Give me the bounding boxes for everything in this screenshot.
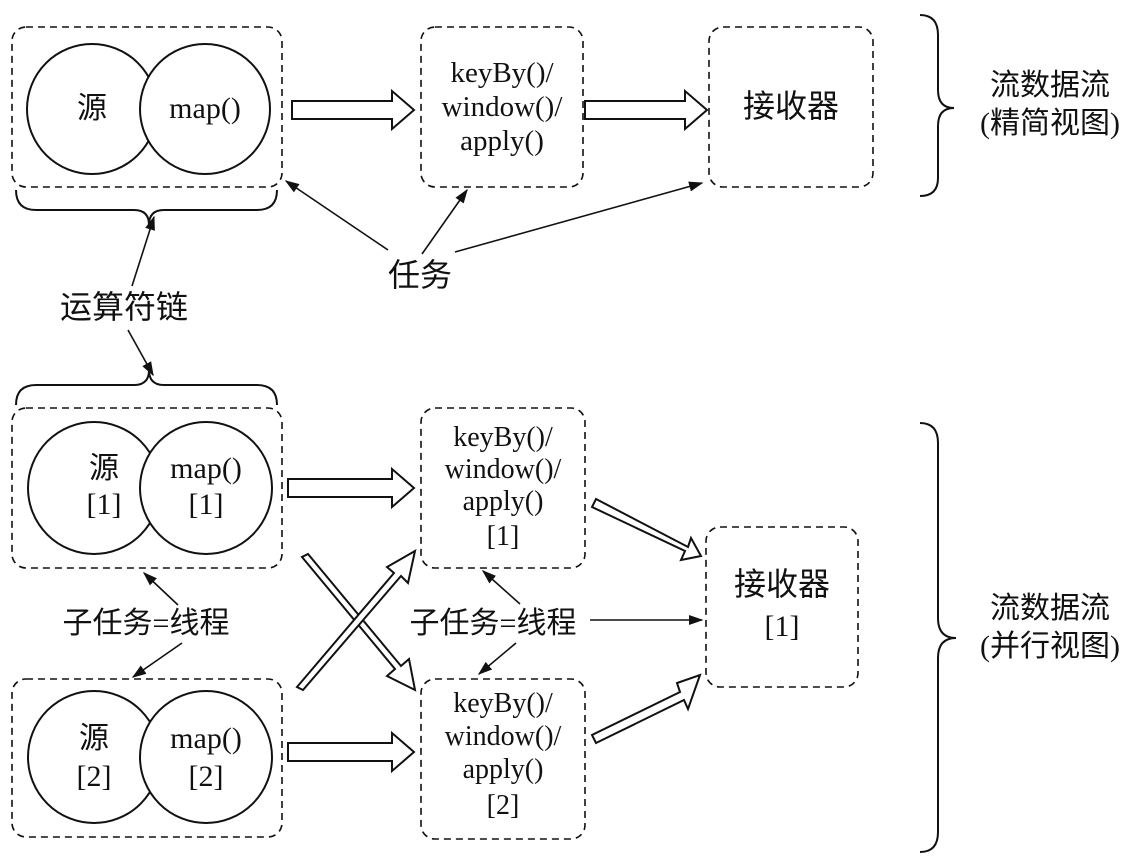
sink-label-top: 接收器 — [743, 88, 839, 124]
flow-arrow-chain2-to-keyby1 — [295, 549, 417, 692]
subtask-label-left: 子任务=线程 — [63, 607, 230, 640]
view-brace-bottom — [919, 422, 957, 853]
view-title-bottom-line1: 流数据流 — [990, 592, 1110, 625]
map-label-2: map() — [170, 722, 242, 755]
map-node-top — [139, 43, 271, 175]
chain-label-arrow-up — [131, 215, 155, 287]
chain-label-arrow-down — [127, 329, 154, 377]
map-label-1: map() — [170, 452, 242, 485]
operator-chain-annotation: 运算符链 — [60, 215, 188, 377]
keyby-index-1: [1] — [487, 521, 520, 552]
window-label-2: window()/ — [445, 721, 562, 752]
window-label-top: window()/ — [442, 91, 564, 123]
operator-chain-box-2 — [11, 678, 283, 838]
subtask-arrow-middle-up — [481, 570, 521, 605]
sink-index-1: [1] — [765, 610, 800, 643]
task-label: 任务 — [388, 257, 452, 293]
operator-chain-box-top — [11, 26, 283, 188]
task-arrow-to-keyby — [421, 188, 468, 255]
bottom-view: 源 [1] map() [1] 源 [2] map() [2] keyBy()/… — [11, 369, 1120, 853]
apply-label-top: apply() — [460, 125, 544, 157]
flow-arrow-keyby2-to-sink — [590, 673, 702, 745]
top-view: 源 map() keyBy()/ window()/ apply() 接收器 任… — [11, 14, 1120, 293]
keyby-index-2: [2] — [487, 790, 520, 821]
source-label-top: 源 — [77, 92, 107, 125]
flow-arrow-top-1 — [291, 88, 416, 132]
subtask-arrow-middle-down — [477, 642, 517, 675]
sink-box-1 — [705, 526, 859, 688]
subtask-arrow-left-down — [131, 642, 183, 678]
flow-arrow-top-2 — [584, 88, 709, 132]
flow-arrow-chain1-to-keyby1 — [287, 466, 416, 510]
chain-brace-top — [15, 189, 278, 226]
subtask-arrow-left-up — [142, 572, 179, 606]
source-index-2: [2] — [77, 760, 112, 793]
view-title-top-line1: 流数据流 — [990, 69, 1110, 102]
apply-label-2: apply() — [463, 754, 544, 785]
view-title-bottom-line2: (并行视图) — [980, 630, 1120, 663]
operator-chain-label: 运算符链 — [60, 289, 188, 325]
subtask-label-middle: 子任务=线程 — [410, 607, 577, 640]
view-brace-top — [919, 14, 955, 197]
task-arrow-to-sink — [454, 181, 704, 253]
keyby-window-apply-box-top — [420, 26, 584, 188]
map-index-1: [1] — [189, 488, 224, 521]
task-arrow-to-chain — [284, 180, 389, 251]
chain-brace-bottom — [15, 369, 278, 406]
operator-chain-box-1 — [11, 407, 283, 569]
source-label-2: 源 — [79, 722, 109, 755]
map-node-1 — [139, 421, 273, 555]
keyby-label-1: keyBy()/ — [453, 422, 553, 453]
source-label-1: 源 — [89, 452, 119, 485]
flow-arrow-chain2-to-keyby2 — [287, 730, 416, 774]
view-title-top-line2: (精简视图) — [980, 107, 1120, 140]
keyby-label-top: keyBy()/ — [450, 57, 554, 89]
map-index-2: [2] — [189, 760, 224, 793]
flow-arrow-keyby1-to-sink — [590, 497, 703, 562]
map-label-top: map() — [169, 92, 241, 125]
map-node-2 — [139, 690, 273, 824]
source-index-1: [1] — [87, 488, 122, 521]
apply-label-1: apply() — [463, 486, 544, 517]
keyby-label-2: keyBy()/ — [453, 688, 553, 719]
window-label-1: window()/ — [445, 454, 562, 485]
sink-label-1: 接收器 — [734, 566, 830, 602]
